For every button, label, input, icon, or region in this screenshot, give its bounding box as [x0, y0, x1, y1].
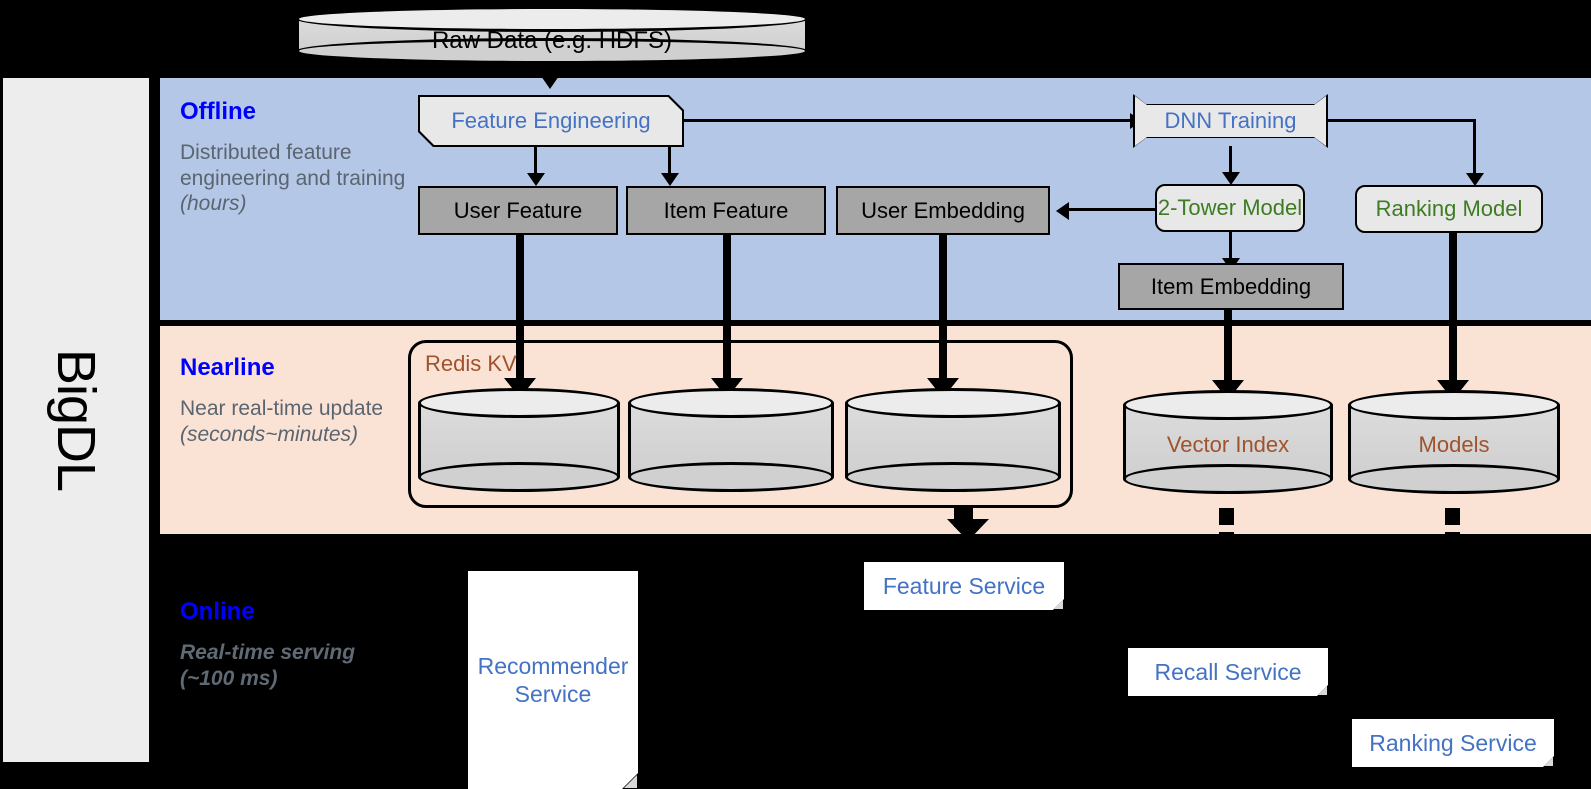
band-online-description: Real-time serving (~100 ms): [180, 640, 410, 691]
vector-index-cylinder[interactable]: Vector Index: [1123, 390, 1333, 494]
feature-service-card[interactable]: Feature Service: [864, 562, 1064, 610]
pipe-itemembedding-to-vectorindex: [1224, 310, 1232, 385]
vector-index-label: Vector Index: [1166, 432, 1290, 457]
band-offline-desc-main: Distributed feature engineering and trai…: [180, 141, 406, 190]
item-feature-node[interactable]: Item Feature: [626, 186, 826, 235]
cylinder-bottom-ellipse: [296, 38, 808, 64]
arrow-dnn-to-ranking-head: [1466, 173, 1484, 186]
pipe-userfeature-to-store: [516, 235, 524, 383]
band-nearline-desc-emphasis: (seconds~minutes): [180, 422, 358, 446]
cylinder-top-ellipse: [1348, 390, 1560, 420]
arrow-fe-to-dnn-line: [684, 119, 1132, 122]
cylinder-top-ellipse: [628, 388, 834, 418]
arrow-fe-to-userfeature-head: [527, 173, 545, 186]
cylinder-bottom-ellipse: [1123, 464, 1333, 494]
cylinder-top-ellipse: [1123, 390, 1333, 420]
band-offline-title: Offline: [180, 98, 256, 125]
band-offline-desc-emphasis: (hours): [180, 192, 247, 216]
band-online-desc-main: Real-time serving: [180, 641, 356, 664]
cylinder-top-ellipse: [845, 388, 1061, 418]
recall-service-card[interactable]: Recall Service: [1128, 648, 1328, 696]
pipe-userembedding-to-store: [939, 235, 947, 383]
bigdl-framework-rail: BigDL: [3, 78, 149, 762]
pipe-itemfeature-to-store: [723, 235, 731, 383]
feature-engineering-node[interactable]: Feature Engineering: [420, 97, 682, 145]
arrow-twotower-to-itemembedding-line: [1229, 232, 1232, 260]
cylinder-bottom-ellipse: [1348, 464, 1560, 494]
cylinder-bottom-ellipse: [418, 462, 620, 492]
user-embedding-node[interactable]: User Embedding: [836, 186, 1050, 235]
ranking-model-node[interactable]: Ranking Model: [1355, 185, 1543, 233]
connector-vectorindex-stub-1: [1219, 508, 1234, 525]
band-offline-description: Distributed feature engineering and trai…: [180, 140, 410, 217]
band-online-title: Online: [180, 598, 255, 625]
connector-redis-to-featureservice-head: [947, 519, 989, 541]
ranking-service-card[interactable]: Ranking Service: [1352, 719, 1554, 767]
band-nearline-desc-main: Near real-time update: [180, 397, 384, 420]
arrow-rawdata-to-fe-head: [541, 76, 559, 89]
bigdl-label: BigDL: [46, 348, 106, 492]
connector-vectorindex-stub-2: [1219, 532, 1234, 547]
item-embedding-node[interactable]: Item Embedding: [1118, 263, 1344, 310]
arrow-dnn-to-twotower-line: [1229, 146, 1232, 174]
raw-data-label: Raw Data (e.g. HDFS): [431, 27, 673, 54]
feature-service-label: Feature Service: [882, 572, 1046, 599]
folded-corner-inner-icon: [1054, 600, 1063, 609]
folded-corner-inner-icon: [1544, 757, 1553, 766]
arrow-dnn-to-ranking-v: [1473, 119, 1476, 175]
raw-data-cylinder: Raw Data (e.g. HDFS): [296, 6, 808, 64]
arrow-fe-to-itemfeature-line: [668, 145, 671, 175]
folded-corner-inner-icon: [1318, 686, 1327, 695]
arrow-rawdata-to-fe-line: [548, 62, 553, 80]
arrow-fe-to-itemfeature-head: [661, 173, 679, 186]
user-embedding-store-cylinder[interactable]: [845, 388, 1061, 492]
redis-kv-container: [408, 340, 1073, 508]
band-nearline-title: Nearline: [180, 354, 275, 381]
user-feature-store-cylinder[interactable]: [418, 388, 620, 492]
item-feature-store-cylinder[interactable]: [628, 388, 834, 492]
cylinder-bottom-ellipse: [845, 462, 1061, 492]
arrow-twotower-to-userembedding-head: [1056, 202, 1069, 220]
arrow-dnn-to-ranking-h: [1326, 119, 1476, 122]
models-label: Models: [1418, 432, 1490, 457]
folded-corner-inner-icon: [624, 775, 637, 788]
arrow-dnn-to-twotower-head: [1222, 172, 1240, 185]
models-cylinder[interactable]: Models: [1348, 390, 1560, 494]
arrow-twotower-to-userembedding-line: [1068, 208, 1166, 211]
connector-models-stub-1: [1445, 508, 1460, 525]
recommender-service-card[interactable]: Recommender Service: [468, 571, 638, 789]
pipe-rankingmodel-to-models: [1449, 233, 1457, 385]
band-online-desc-emphasis: (~100 ms): [180, 666, 278, 690]
ranking-service-label: Ranking Service: [1369, 729, 1537, 756]
recommender-service-label: Recommender Service: [477, 652, 629, 707]
connector-models-stub-2: [1445, 532, 1460, 547]
two-tower-model-node[interactable]: 2-Tower Model: [1155, 184, 1305, 232]
cylinder-bottom-ellipse: [628, 462, 834, 492]
redis-kv-label: Redis KV: [425, 351, 517, 376]
user-feature-node[interactable]: User Feature: [418, 186, 618, 235]
arrow-fe-to-userfeature-line: [534, 145, 537, 175]
cylinder-top-ellipse: [296, 6, 808, 32]
recall-service-label: Recall Service: [1154, 658, 1302, 685]
band-nearline-description: Near real-time update (seconds~minutes): [180, 396, 410, 447]
cylinder-top-ellipse: [418, 388, 620, 418]
